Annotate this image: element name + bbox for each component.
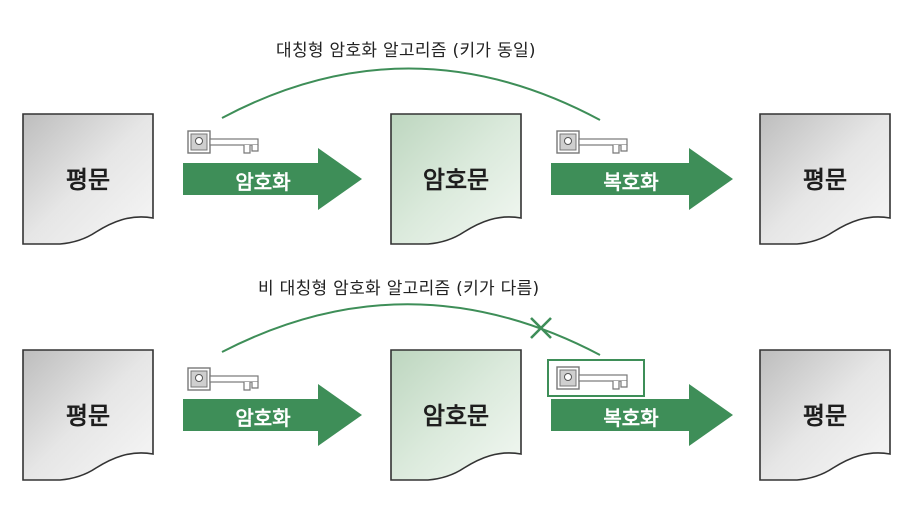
plaintext-document-left [22, 349, 154, 481]
decrypt-label: 복호화 [603, 170, 659, 194]
key-icon [187, 130, 259, 154]
key-link-arc [221, 303, 601, 356]
key-icon [556, 130, 628, 154]
encrypt-label: 암호화 [235, 170, 291, 194]
ciphertext-document [390, 349, 522, 481]
key-frame [547, 359, 645, 397]
plaintext-document-right [759, 113, 891, 245]
encrypt-label: 암호화 [235, 406, 291, 430]
decrypt-arrow [551, 148, 733, 210]
key-icon [187, 367, 259, 391]
decrypt-arrow [551, 384, 733, 446]
ciphertext-document [390, 113, 522, 245]
plaintext-label-left: 평문 [65, 166, 111, 194]
key-icon [556, 366, 628, 390]
symmetric-title: 대칭형 암호화 알고리즘 (키가 동일) [276, 41, 536, 61]
cross-mark-icon [530, 317, 552, 339]
plaintext-label-right: 평문 [802, 402, 848, 430]
asymmetric-title: 비 대칭형 암호화 알고리즘 (키가 다름) [258, 279, 540, 299]
ciphertext-label: 암호문 [422, 402, 490, 430]
plaintext-label-left: 평문 [65, 402, 111, 430]
encrypt-arrow [183, 384, 362, 446]
encrypt-arrow [183, 148, 362, 210]
plaintext-document-right [759, 349, 891, 481]
decrypt-label: 복호화 [603, 406, 659, 430]
plaintext-label-right: 평문 [802, 166, 848, 194]
key-link-arc [221, 67, 601, 121]
plaintext-document-left [22, 113, 154, 245]
ciphertext-label: 암호문 [422, 166, 490, 194]
